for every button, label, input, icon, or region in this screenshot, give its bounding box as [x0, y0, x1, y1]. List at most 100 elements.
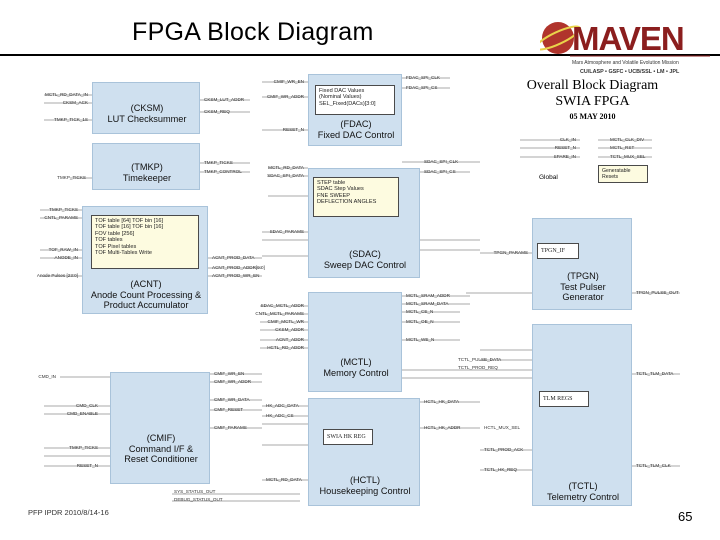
signal-label: CKSM_ADDR: [275, 327, 304, 332]
signal-label: TCTL_PROD_REQ: [458, 365, 498, 370]
sdac-inner-line: STEP table: [317, 180, 346, 186]
signal-label: HK_ADC_CS: [266, 413, 294, 418]
tmkp-name: Timekeeper: [122, 172, 172, 183]
signal-label: TCTL_TLM_CLK: [636, 463, 671, 468]
signal-label: TCTL_MUX_SEL: [610, 154, 646, 159]
signal-label: ANODE_IN: [54, 255, 79, 260]
signal-label: TCTL_TLM_DATA: [636, 371, 674, 376]
signal-label: CKSM_LUT_ADDR: [204, 97, 245, 102]
acnt-name-2: Product Accumulator: [103, 300, 189, 310]
signal-label: MCTL_OE_N: [406, 319, 434, 324]
signal-label: CLK_IN: [559, 137, 576, 142]
fdac-inner-line: (Nominal Values): [319, 94, 362, 101]
signal-label: SDAC_SPI_DATA: [267, 173, 304, 178]
signal-label: TCTL_HK_REQ: [484, 467, 517, 472]
signal-label: FDAC_SPI_CLK: [406, 75, 440, 80]
signal-label: MCTL_CLK_DIV: [610, 137, 645, 142]
tmkp-block: (TMKP) Timekeeper: [92, 143, 200, 190]
cmif-block: (CMIF) Command I/F & Reset Conditioner: [110, 372, 210, 484]
global-label: Global: [539, 174, 558, 181]
signal-label: HCTL_RD_ADDR: [267, 345, 304, 350]
signal-label: MCTL_RD_DATA: [266, 477, 302, 482]
cmif-label: (CMIF): [146, 433, 176, 443]
signal-label: TMKP_TICK_1S: [54, 117, 88, 122]
signal-label: CMIF_RESET: [214, 407, 244, 412]
overall-line2: SWIA FPGA: [555, 94, 630, 109]
cksm-label: (CKSM): [130, 103, 164, 113]
tctl-tlm-regs-box: TLM REGS: [539, 391, 589, 407]
signal-label: CMIF_PARAMS: [214, 425, 247, 430]
signal-label: MCTL_WE_N: [406, 337, 435, 342]
signal-label: FDAC_SPI_CS: [406, 85, 438, 90]
sdac-name: Sweep DAC Control: [323, 259, 407, 270]
hctl-name: Housekeeping Control: [319, 485, 411, 496]
signal-label: CMIF_WR_ADDR: [266, 94, 304, 99]
signal-label: CMD_ENABLE: [66, 411, 98, 416]
signal-label: TPGN_PULSE_OUT: [636, 290, 679, 295]
tpgn-name: Test Pulser: [560, 281, 606, 292]
tmkp-label: (TMKP): [131, 162, 163, 172]
tpgn-if-label: TPGN_IF: [541, 248, 566, 254]
sdac-label: (SDAC): [349, 249, 381, 259]
signal-label: TOF_RAW_IN: [48, 247, 78, 252]
acnt-inner-line: TOF tables: [95, 237, 123, 244]
signal-label: TCTL_PULSE_DATA: [458, 357, 502, 362]
signal-label: RESET_N: [76, 463, 98, 468]
signal-label: CNTL_PARAMS: [44, 215, 78, 220]
signal-label: ACNT_ADDR: [275, 337, 304, 342]
hctl-block: SWIA HK REG (HCTL) Housekeeping Control: [308, 398, 420, 506]
hctl-label: (HCTL): [349, 475, 381, 485]
fdac-values-box: Fixed DAC Values (Nominal Values) SEL_Fi…: [315, 85, 395, 115]
fdac-label: (FDAC): [340, 119, 372, 129]
signal-label: ACNT_PROD_DATA: [212, 255, 255, 260]
signal-label: CMIF_WR_EN: [214, 371, 245, 376]
page-number: 65: [678, 509, 693, 524]
sdac-step-table: STEP table SDAC Step Values FNE SWEEP DE…: [313, 177, 399, 217]
sdac-inner-line: DEFLECTION ANGLES: [317, 199, 377, 206]
signal-label: MCTL_CE_N: [406, 309, 434, 314]
signal-label: TPGN_PARAMS: [493, 250, 528, 255]
tpgn-block: TPGN_IF (TPGN) Test Pulser Generator: [532, 218, 632, 310]
signal-label: CKSM_ACK: [62, 100, 88, 105]
tpgn-name-2: Generator: [562, 292, 604, 302]
signal-label: TMKP_TICKS: [69, 445, 98, 450]
signal-label: TMKP_TICKS: [49, 207, 78, 212]
signal-label: SPARE_IN: [553, 154, 576, 159]
sdac-block: STEP table SDAC Step Values FNE SWEEP DE…: [308, 168, 420, 278]
tpgn-label: (TPGN): [567, 271, 599, 281]
overall-date: 05 MAY 2010: [569, 112, 616, 121]
sdac-inner-line: SDAC Step Values: [317, 186, 364, 193]
cmif-name: Command I/F &: [128, 443, 194, 454]
acnt-block: TOF table [64] TOF bin [16] TOF table [1…: [82, 206, 208, 314]
signal-label: CMIF_WR_EN: [273, 79, 304, 84]
fdac-name: Fixed DAC Control: [317, 129, 395, 140]
acnt-inner-line: FOV table [256]: [95, 230, 135, 237]
signal-label: CMIF_MCTL_WR: [267, 319, 305, 324]
signal-label: MCTL_RD_DATA: [268, 165, 304, 170]
signal-label: MCTL_SRAM_DATA: [406, 301, 449, 306]
signal-label: MCTL_RD_DATA_IN: [45, 92, 88, 97]
signal-label: HCTL_HK_DATA: [424, 399, 460, 404]
signal-label: CKSM_REQ: [204, 109, 230, 114]
mctl-name: Memory Control: [323, 367, 389, 378]
global-resets-box: Generatable Resets: [598, 165, 648, 183]
signal-label: HK_ADC_DATA: [266, 403, 299, 408]
sdac-inner-line: FNE SWEEP: [317, 192, 350, 199]
mctl-label: (MCTL): [340, 357, 372, 367]
maven-logo: MAVEN Mars Atmosphere and Volatile Evolu…: [540, 20, 710, 75]
logo-tagline: Mars Atmosphere and Volatile Evolution M…: [572, 60, 679, 66]
svg-text:MAVEN: MAVEN: [572, 20, 684, 57]
fdac-inner-line: Fixed DAC Values: [319, 88, 365, 94]
tctl-tlm-regs-label: TLM REGS: [543, 396, 573, 402]
cksm-name: LUT Checksummer: [107, 113, 187, 124]
signal-label: CMIF_WR_ADDR: [214, 379, 252, 384]
signal-label: CMIF_WR_DATA: [214, 397, 250, 402]
signal-label: SDAC_MCTL_ADDR: [260, 303, 304, 308]
acnt-name: Anode Count Processing &: [90, 289, 202, 300]
signal-label: TMKP_TICKS: [57, 175, 86, 180]
signal-label: TMKP_TICKS: [204, 160, 233, 165]
acnt-label: (ACNT): [130, 279, 162, 289]
signal-label: RESET_N: [282, 127, 304, 132]
cmif-name-2: Reset Conditioner: [124, 454, 198, 464]
